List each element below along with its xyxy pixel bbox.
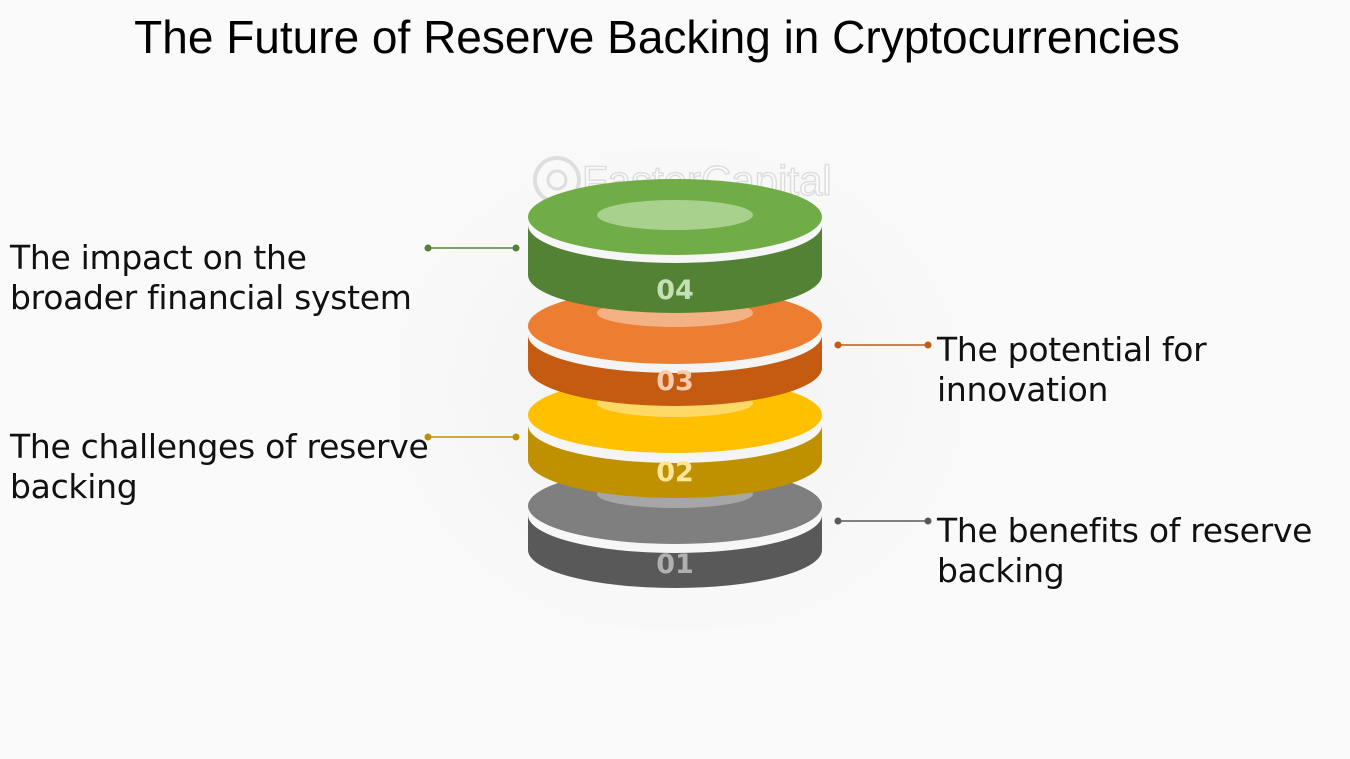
layer-04-number: 04 [656,275,694,306]
label-03: The potential for innovation [937,330,1207,410]
layer-02-side [528,425,822,498]
label-03-line-2: innovation [937,370,1109,409]
layer-04-hole [597,200,753,230]
label-03-line-1: The potential for [937,330,1207,369]
label-04-line-2: broader financial system [10,278,412,317]
label-01-line-2: backing [937,551,1065,590]
label-02-line-1: The challenges of reserve [10,427,429,466]
connector-03 [834,341,932,349]
layer-04-side [528,225,822,313]
layer-03-side [528,335,822,406]
layer-01-side [528,515,822,588]
connector-04 [424,244,520,252]
label-02: The challenges of reserve backing [10,427,429,507]
label-04-line-1: The impact on the [10,238,307,277]
label-01: The benefits of reserve backing [937,511,1312,591]
layer-02-number: 02 [656,457,694,488]
label-01-line-1: The benefits of reserve [937,511,1313,550]
page-title: The Future of Reserve Backing in Cryptoc… [134,11,1180,63]
layer-01-number: 01 [656,549,694,580]
label-02-line-2: backing [10,467,138,506]
layer-03-number: 03 [656,366,694,397]
layer-04: 04 [528,179,822,313]
connector-01 [834,517,932,525]
connector-02 [424,433,520,441]
label-04: The impact on the broader financial syst… [10,238,412,318]
